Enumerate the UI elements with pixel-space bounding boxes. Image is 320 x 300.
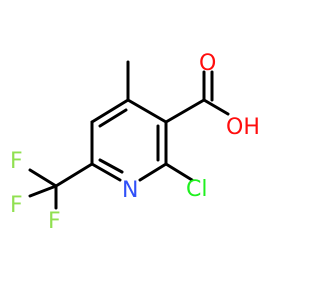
atom-label-fluorine-2: F	[10, 193, 23, 218]
bond-cf3	[54, 162, 94, 188]
atom-label-hydroxyl: OH	[226, 115, 260, 140]
bond-ring-n-c2	[138, 162, 168, 182]
atom-label-chlorine: Cl	[186, 177, 207, 202]
bonds	[28, 60, 230, 210]
bond-f2	[28, 184, 58, 198]
bond-ring-c4-c3	[126, 98, 168, 124]
bond-chlorine	[164, 162, 194, 182]
bond-carboxyl	[164, 98, 206, 124]
atom-label-carbonyl-oxygen: O	[199, 51, 216, 76]
atom-label-fluorine-3: F	[48, 209, 61, 234]
bond-ring-c4-c5-double	[98, 108, 128, 128]
atom-label-nitrogen: N	[122, 178, 138, 203]
bond-ring-c6-n	[90, 162, 122, 182]
atom-labels: O OH Cl N F F F	[10, 51, 260, 234]
chemical-structure: O OH Cl N F F F	[10, 51, 260, 234]
bond-ring-c4-c5	[90, 98, 130, 124]
bond-f1	[28, 168, 58, 188]
atom-label-fluorine-1: F	[10, 149, 23, 174]
bond-ring-c6-n-double	[98, 158, 124, 174]
bond-hydroxyl	[202, 98, 230, 116]
